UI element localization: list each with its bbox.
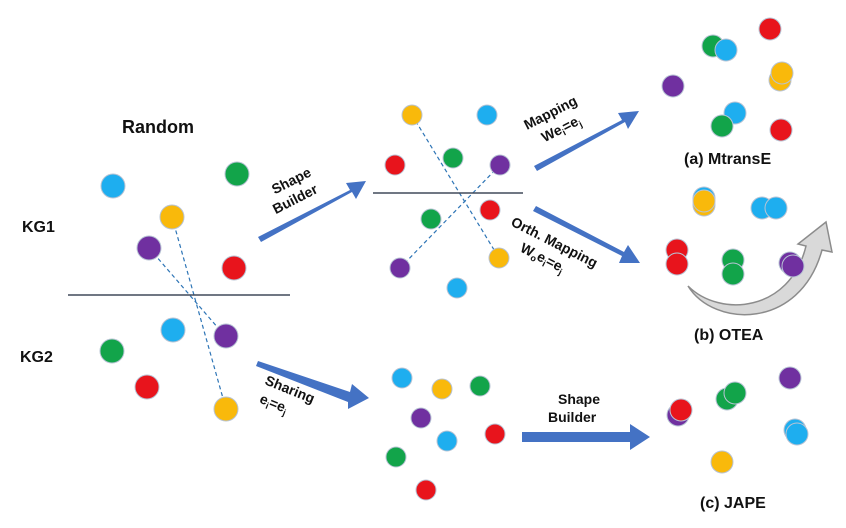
dash-link [399,164,501,269]
arrow-sharing [256,361,369,409]
dot-purple [213,323,239,349]
dot-green [224,161,250,187]
method-label-jape: (c) JAPE [700,495,766,512]
method-label-mtranse: (a) MtransE [684,151,771,168]
dot-yellow [431,378,453,400]
dot-yellow [710,450,734,474]
dot-green [710,114,734,138]
label-random: Random [122,117,194,137]
dot-red [134,374,160,400]
label-kg2: KG2 [20,349,53,366]
dot-blue [446,277,468,299]
dot-purple [410,407,432,429]
arrow-shape-builder-top [258,181,366,242]
dot-red [769,118,793,142]
shape-builder-bottom-line2: Builder [548,409,597,425]
dot-blue [160,317,186,343]
dot-green [723,381,747,405]
dot-red [484,423,506,445]
dot-red [758,17,782,41]
sharing-equation: ei=ej [257,390,290,417]
dot-yellow [401,104,423,126]
dot-blue [391,367,413,389]
dot-green [420,208,442,230]
dot-green [442,147,464,169]
dot-purple [489,154,511,176]
dot-blue [436,430,458,452]
dot-blue [100,173,126,199]
curved-rotation-arrow [687,220,833,316]
dot-green [99,338,125,364]
dot-yellow [488,247,510,269]
dot-yellow [159,204,185,230]
dot-red [479,199,501,221]
dot-blue [714,38,738,62]
dot-yellow [692,189,716,213]
dot-red [669,398,693,422]
label-kg1: KG1 [22,219,55,236]
dot-red [665,252,689,276]
dot-yellow [770,61,794,85]
dot-purple [781,254,805,278]
method-label-otea: (b) OTEA [694,327,764,344]
arrow-mapping [534,111,639,171]
dot-purple [136,235,162,261]
dot-purple [661,74,685,98]
dot-red [415,479,437,501]
dash-link [148,247,226,337]
dot-green [721,262,745,286]
label-orth-mapping: Orth. Mapping Woei=ej [509,213,601,277]
label-shape-builder-top: Shape Builder [269,164,321,217]
dot-green [385,446,407,468]
dot-purple [389,257,411,279]
arrow-orth-mapping [533,206,640,263]
block-arrows [256,111,650,450]
dot-yellow [213,396,239,422]
orth-mapping-equation: Woei=ej [517,239,568,277]
entity-dots [99,17,809,501]
dot-red [221,255,247,281]
dot-red [384,154,406,176]
dot-blue [785,422,809,446]
arrow-shape-builder-bottom [522,424,650,450]
dot-green [469,375,491,397]
dashed-links [148,114,501,410]
dot-purple [778,366,802,390]
dash-link [171,216,227,410]
shape-builder-bottom-line1: Shape [558,391,600,407]
dot-blue [476,104,498,126]
dot-blue [764,196,788,220]
dash-link [411,114,500,259]
